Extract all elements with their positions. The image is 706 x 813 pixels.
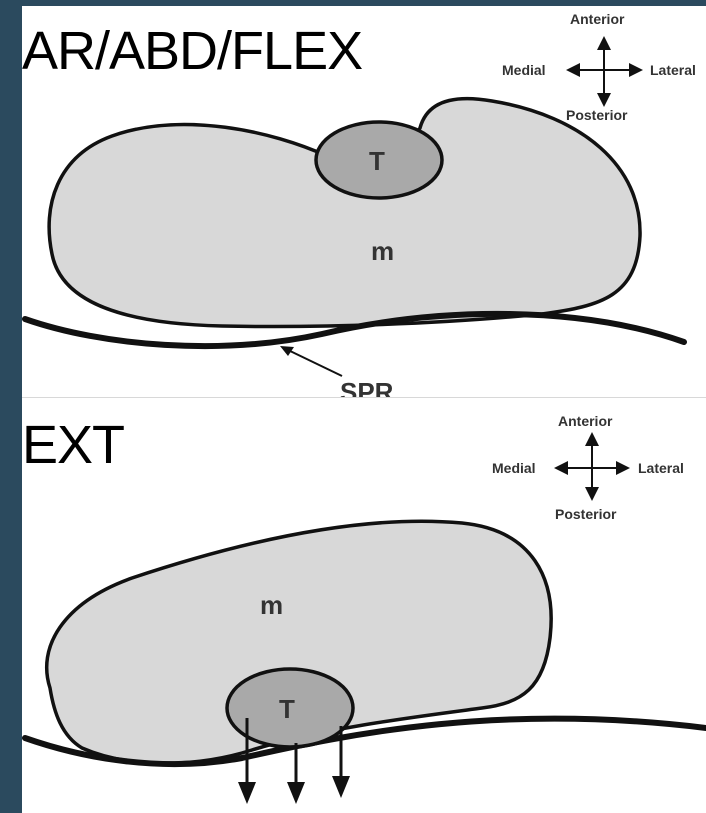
compass-anterior: Anterior [570,11,625,27]
diagram-panel-ext: m T Anterior Posterior Medial Lateral EX… [22,398,706,813]
force-arrowhead [287,782,305,804]
panel-title: AR/ABD/FLEX [22,24,362,78]
orientation-compass: Anterior Posterior Medial Lateral [492,413,684,522]
cross-section-diagram-bottom: m T Anterior Posterior Medial Lateral [22,398,706,813]
muscle-label: m [371,236,394,266]
diagram-panel-ar-abd-flex: SPR m T Anterior Posterior Medial Latera… [22,6,706,398]
force-arrowhead [332,776,350,798]
compass-lateral: Lateral [650,62,696,78]
compass-medial: Medial [502,62,546,78]
tendon-label: T [369,146,385,176]
compass-posterior: Posterior [555,506,617,522]
spr-label: SPR [340,377,394,397]
compass-medial: Medial [492,460,536,476]
force-arrowhead [238,782,256,804]
orientation-compass: Anterior Posterior Medial Lateral [502,11,696,123]
spr-pointer-line [288,350,342,376]
panel-title: EXT [22,418,124,472]
tendon-label: T [279,694,295,724]
compass-lateral: Lateral [638,460,684,476]
compass-anterior: Anterior [558,413,613,429]
muscle-label: m [260,590,283,620]
compass-posterior: Posterior [566,107,628,123]
left-frame-bar [0,0,22,813]
